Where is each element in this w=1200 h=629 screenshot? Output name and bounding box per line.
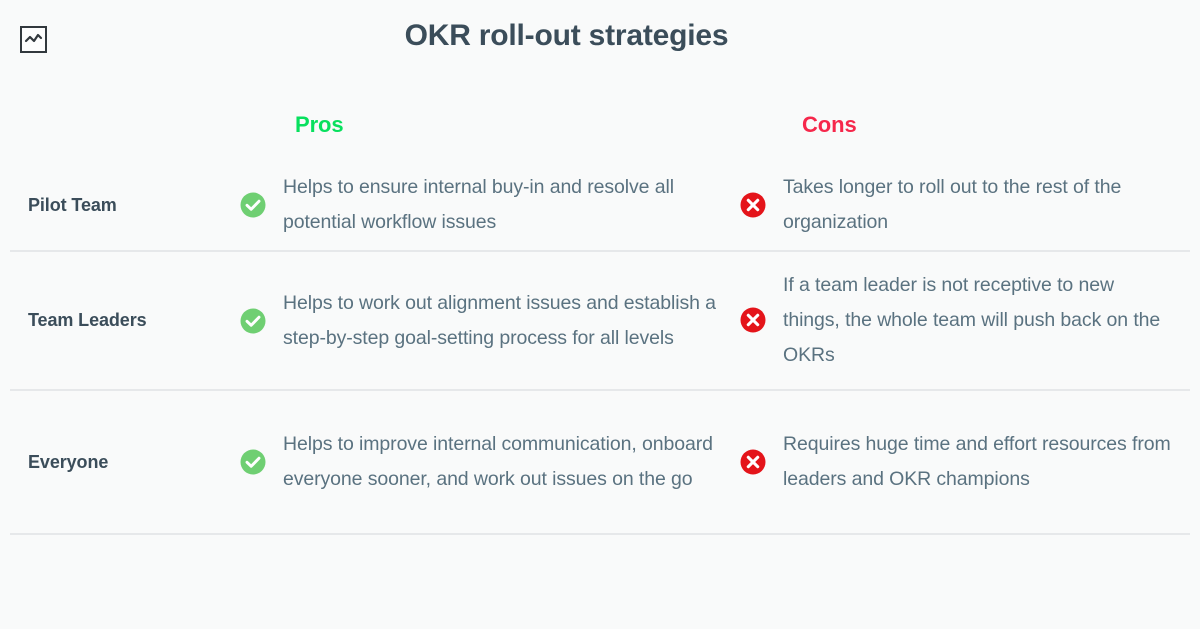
cross-circle-icon (740, 449, 766, 475)
table-header-row: Pros Cons (0, 92, 1200, 160)
row-divider (10, 389, 1190, 391)
column-header-pros: Pros (295, 112, 344, 137)
comparison-table: Pros Cons Pilot Team Helps to ensure int… (0, 92, 1200, 535)
row-pros-cell: Helps to work out alignment issues and e… (240, 286, 740, 355)
row-cons-cell: If a team leader is not receptive to new… (740, 268, 1200, 372)
row-cons-cell: Requires huge time and effort resources … (740, 427, 1200, 496)
row-cons-text: Takes longer to roll out to the rest of … (783, 176, 1122, 233)
row-cons-text: If a team leader is not receptive to new… (783, 274, 1161, 366)
row-pros-text: Helps to improve internal communication,… (283, 433, 713, 490)
header-cell-cons: Cons (740, 92, 1200, 138)
cross-circle-icon (740, 192, 766, 218)
row-pros-text: Helps to ensure internal buy-in and reso… (283, 176, 674, 233)
header-cell-pros: Pros (240, 92, 740, 138)
table-row: Pilot Team Helps to ensure internal buy-… (0, 160, 1200, 250)
check-circle-icon (240, 449, 266, 475)
cross-circle-icon (740, 307, 766, 333)
row-pros-cell: Helps to ensure internal buy-in and reso… (240, 170, 740, 239)
row-label: Team Leaders (28, 310, 147, 330)
column-header-cons: Cons (802, 112, 857, 137)
row-divider (10, 250, 1190, 252)
row-cons-text: Requires huge time and effort resources … (783, 433, 1171, 490)
page-title: OKR roll-out strategies (404, 19, 729, 52)
row-cons-cell: Takes longer to roll out to the rest of … (740, 170, 1200, 239)
line-chart-icon[interactable] (20, 26, 47, 53)
row-label: Everyone (28, 451, 109, 472)
check-circle-icon (240, 192, 266, 218)
check-circle-icon (240, 308, 266, 334)
table-row: Team Leaders Helps to work out alignment… (0, 252, 1200, 389)
row-pros-text: Helps to work out alignment issues and e… (283, 291, 716, 349)
table-bottom-divider (10, 533, 1190, 535)
row-pros-cell: Helps to improve internal communication,… (240, 427, 740, 496)
row-label: Pilot Team (28, 194, 117, 215)
table-row: Everyone Helps to improve internal commu… (0, 391, 1200, 533)
